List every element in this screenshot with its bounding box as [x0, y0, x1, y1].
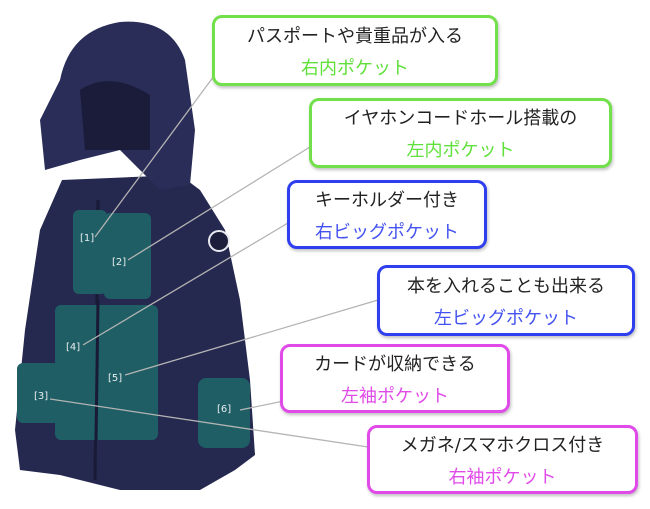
- marker-5: [5]: [108, 373, 123, 384]
- pocket-area-6: [198, 378, 250, 448]
- callout-description: 本を入れることも出来る: [407, 275, 605, 297]
- callout-left-sleeve-pocket: カードが収納できる 左袖ポケット: [280, 344, 510, 413]
- callout-right-inner-pocket: パスポートや貴重品が入る 右内ポケット: [212, 15, 498, 86]
- callout-description: パスポートや貴重品が入る: [247, 25, 463, 47]
- callout-title: 右内ポケット: [301, 57, 409, 79]
- callout-left-inner-pocket: イヤホンコードホール搭載の 左内ポケット: [309, 98, 612, 168]
- pocket-area-2: [104, 213, 151, 299]
- callout-title: 左袖ポケット: [341, 385, 449, 407]
- callout-title: 左内ポケット: [406, 140, 515, 161]
- pocket-area-3: [17, 363, 59, 423]
- pocket-area-4-5: [55, 305, 158, 440]
- marker-2: [2]: [112, 257, 127, 268]
- callout-title: 右ビッグポケット: [315, 221, 459, 243]
- callout-description: メガネ/スマホクロス付き: [400, 434, 605, 456]
- callout-description: カードが収納できる: [314, 353, 476, 375]
- callout-left-big-pocket: 本を入れることも出来る 左ビッグポケット: [377, 265, 635, 336]
- marker-3: [3]: [34, 391, 49, 402]
- hood-opening: [80, 81, 150, 150]
- marker-6: [6]: [217, 404, 232, 415]
- callout-right-sleeve-pocket: メガネ/スマホクロス付き 右袖ポケット: [367, 425, 638, 494]
- callout-right-big-pocket: キーホルダー付き 右ビッグポケット: [287, 180, 487, 249]
- marker-1: [1]: [80, 233, 95, 244]
- callout-title: 左ビッグポケット: [434, 307, 578, 329]
- emblem-icon: [208, 230, 230, 252]
- callout-description: イヤホンコードホール搭載の: [343, 108, 578, 129]
- callout-title: 右袖ポケット: [448, 466, 557, 488]
- marker-4: [4]: [66, 342, 81, 353]
- callout-description: キーホルダー付き: [315, 189, 459, 211]
- pocket-area-1: [73, 210, 107, 294]
